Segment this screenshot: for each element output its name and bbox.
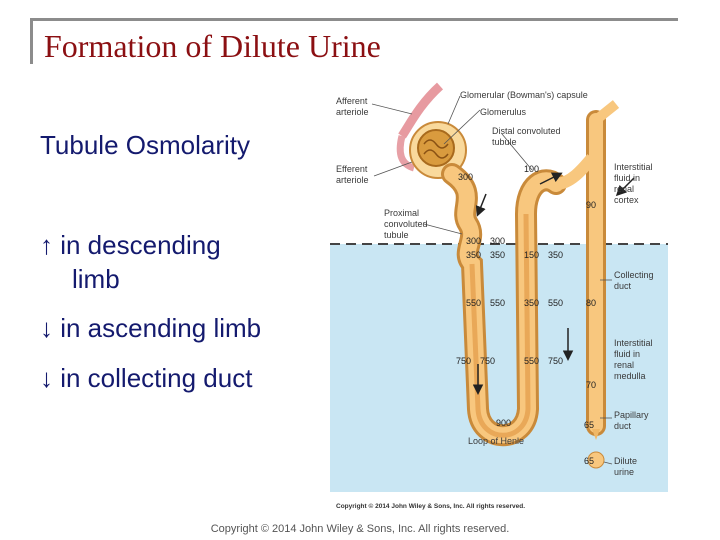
label-dilute-urine: Dilute <box>614 456 637 466</box>
value-row1-c: 150 <box>524 250 539 260</box>
label-collecting-duct-2: duct <box>614 281 632 291</box>
arrow-pct-flow <box>475 193 487 217</box>
label-interstitial-medulla: Interstitial <box>614 338 653 348</box>
bullet-ascending: ↓ in ascending limb <box>40 313 262 343</box>
label-afferent-arteriole-2: arteriole <box>336 107 369 117</box>
figure-copyright: Copyright © 2014 John Wiley & Sons, Inc.… <box>336 502 525 510</box>
bullet-descending: ↑ in descending <box>40 230 221 260</box>
value-row2-a: 550 <box>466 298 481 308</box>
value-row1-d: 350 <box>548 250 563 260</box>
label-distal-convoluted-tubule: Distal convoluted <box>492 126 561 136</box>
value-cortex: 90 <box>586 200 596 210</box>
renal-medulla-region <box>330 244 668 492</box>
value-row2-b: 550 <box>490 298 505 308</box>
label-proximal-convoluted-tubule: Proximal <box>384 208 419 218</box>
value-row3-c: 550 <box>524 356 539 366</box>
value-duct-65: 65 <box>584 420 594 430</box>
afferent-arteriole-vessel <box>398 82 444 139</box>
title-frame: Formation of Dilute Urine <box>30 18 678 64</box>
label-papillary-duct: Papillary <box>614 410 649 420</box>
label-loop-of-henle: Loop of Henle <box>468 436 524 446</box>
bullet-heading: Tubule Osmolarity <box>40 130 250 160</box>
value-row2-e: 80 <box>586 298 596 308</box>
connecting-tubule <box>555 154 597 190</box>
nephron-diagram: Afferent arteriole Efferent arteriole Gl… <box>330 74 668 516</box>
nephron-figure: Afferent arteriole Efferent arteriole Gl… <box>330 74 668 516</box>
label-interstitial-medulla-2: fluid in <box>614 349 640 359</box>
value-row1-a: 350 <box>466 250 481 260</box>
label-proximal-convoluted-tubule-2: convoluted <box>384 219 428 229</box>
label-efferent-arteriole-2: arteriole <box>336 175 369 185</box>
slide-title: Formation of Dilute Urine <box>44 28 381 64</box>
value-row2-c: 350 <box>524 298 539 308</box>
label-proximal-convoluted-tubule-3: tubule <box>384 230 409 240</box>
label-papillary-duct-2: duct <box>614 421 632 431</box>
label-collecting-duct: Collecting <box>614 270 654 280</box>
value-top-left-2: 300 <box>490 236 505 246</box>
leader-lines <box>371 95 613 465</box>
value-top-left-1: 300 <box>466 236 481 246</box>
dilute-urine-drop <box>587 451 605 469</box>
efferent-arteriole-vessel <box>396 135 416 172</box>
label-afferent-arteriole: Afferent <box>336 96 368 106</box>
title-frame-left-rule <box>30 18 33 64</box>
value-dct: 100 <box>524 164 539 174</box>
label-distal-convoluted-tubule-2: tubule <box>492 137 517 147</box>
label-dilute-urine-2: urine <box>614 467 634 477</box>
arrow-dct-flow <box>539 172 563 185</box>
glomerulus-capillary-loops <box>423 139 449 159</box>
value-duct-70: 70 <box>586 380 596 390</box>
value-row3-b: 750 <box>480 356 495 366</box>
label-bowmans-capsule: Glomerular (Bowman's) capsule <box>460 90 588 100</box>
figure-caption-band <box>330 492 668 516</box>
osmolarity-values: 300 100 90 300 300 350 350 150 350 550 5… <box>456 164 596 466</box>
value-urine: 65 <box>584 456 594 466</box>
loop-lumen <box>469 213 531 438</box>
label-interstitial-cortex-4: cortex <box>614 195 639 205</box>
bullet-collecting: ↓ in collecting duct <box>40 363 253 393</box>
label-glomerulus: Glomerulus <box>480 107 527 117</box>
label-interstitial-cortex-3: renal <box>614 184 634 194</box>
arrow-cortex-leader <box>615 177 635 197</box>
value-row3-a: 750 <box>456 356 471 366</box>
value-row1-b: 350 <box>490 250 505 260</box>
value-loop-bottom: 900 <box>496 418 511 428</box>
bullet-descending-continued: limb <box>72 264 120 294</box>
label-interstitial-cortex: Interstitial <box>614 162 653 172</box>
duct-branch <box>592 100 620 124</box>
value-row2-d: 550 <box>548 298 563 308</box>
label-interstitial-cortex-2: fluid in <box>614 173 640 183</box>
value-row3-d: 750 <box>548 356 563 366</box>
figure-labels: Afferent arteriole Efferent arteriole Gl… <box>336 90 654 477</box>
glomerulus-shape <box>417 129 455 167</box>
label-efferent-arteriole: Efferent <box>336 164 368 174</box>
title-frame-top-rule <box>30 18 678 21</box>
value-pct: 300 <box>458 172 473 182</box>
duct-drop <box>592 429 600 440</box>
label-interstitial-medulla-4: medulla <box>614 371 646 381</box>
slide-footer: Copyright © 2014 John Wiley & Sons, Inc.… <box>210 523 510 535</box>
label-interstitial-medulla-3: renal <box>614 360 634 370</box>
